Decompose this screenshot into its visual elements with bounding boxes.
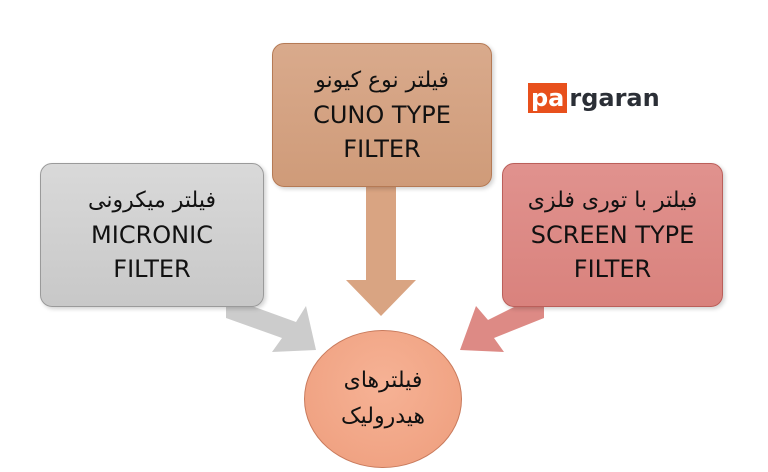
micronic-en-label-1: MICRONIC bbox=[91, 221, 213, 249]
cuno-en-label-1: CUNO TYPE bbox=[313, 101, 451, 129]
hub-hydraulic-filters: فیلترهای هیدرولیک bbox=[304, 330, 462, 468]
box-micronic-filter: فیلتر میکرونی MICRONIC FILTER bbox=[40, 163, 264, 307]
screen-en-label-1: SCREEN TYPE bbox=[530, 221, 695, 249]
hub-label-1: فیلترهای bbox=[343, 368, 423, 393]
pargaran-logo: pa rgaran bbox=[528, 83, 660, 113]
box-screen-type-filter: فیلتر با توری فلزی SCREEN TYPE FILTER bbox=[502, 163, 723, 307]
micronic-fa-label: فیلتر میکرونی bbox=[87, 188, 216, 213]
arrow-screen bbox=[460, 304, 544, 352]
cuno-fa-label: فیلتر نوع کیونو bbox=[315, 68, 449, 93]
cuno-en-label-2: FILTER bbox=[343, 135, 421, 163]
screen-en-label-2: FILTER bbox=[573, 255, 652, 283]
micronic-en-label-2: FILTER bbox=[113, 255, 191, 283]
logo-part-2: rgaran bbox=[569, 84, 660, 112]
arrow-cuno bbox=[346, 186, 416, 316]
box-cuno-type-filter: فیلتر نوع کیونو CUNO TYPE FILTER bbox=[272, 43, 492, 187]
hub-label-2: هیدرولیک bbox=[340, 404, 426, 429]
screen-fa-label: فیلتر با توری فلزی bbox=[527, 188, 698, 213]
arrow-micronic bbox=[226, 306, 316, 352]
logo-part-1: pa bbox=[528, 83, 568, 113]
